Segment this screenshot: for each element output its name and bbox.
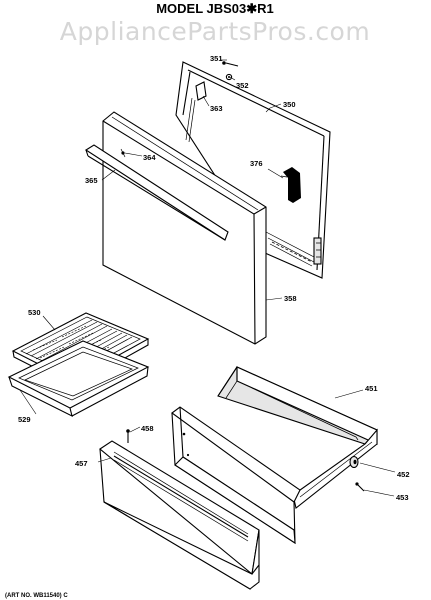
screw-351 <box>222 61 239 67</box>
callout-350: 350 <box>283 100 296 109</box>
handle-screw <box>120 148 126 158</box>
callout-457: 457 <box>75 459 88 468</box>
door-bracket-376 <box>280 167 301 203</box>
callout-352: 352 <box>236 81 249 90</box>
washer-352 <box>225 73 233 81</box>
callout-358: 358 <box>284 294 297 303</box>
callout-364: 364 <box>143 153 156 162</box>
oven-door-inner-panel <box>175 61 331 279</box>
oven-door-outer-panel <box>102 111 267 345</box>
screw-453 <box>355 482 365 492</box>
screw-458 <box>126 429 130 443</box>
leader-lines <box>19 59 396 497</box>
callout-365: 365 <box>85 176 98 185</box>
broiler-pan <box>7 340 150 418</box>
hinge-bracket <box>185 81 207 143</box>
model-title: MODEL JBS03✱R1 <box>156 1 274 16</box>
callout-351: 351 <box>210 54 223 63</box>
callout-451: 451 <box>365 384 378 393</box>
callout-376: 376 <box>250 159 263 168</box>
callout-452: 452 <box>397 470 410 479</box>
storage-drawer-body <box>217 366 378 509</box>
callout-453: 453 <box>396 493 409 502</box>
callout-458: 458 <box>141 424 154 433</box>
watermark: AppliancePartsPros.com <box>60 17 370 46</box>
drawer-roller <box>349 455 359 469</box>
drawer-front-panel <box>99 440 260 590</box>
callout-530: 530 <box>28 308 41 317</box>
art-number: (ART NO. WB11540) C <box>5 593 68 599</box>
callout-363: 363 <box>210 104 223 113</box>
drawer-front-frame <box>171 406 301 545</box>
callout-529: 529 <box>18 415 31 424</box>
door-handle <box>84 144 229 241</box>
